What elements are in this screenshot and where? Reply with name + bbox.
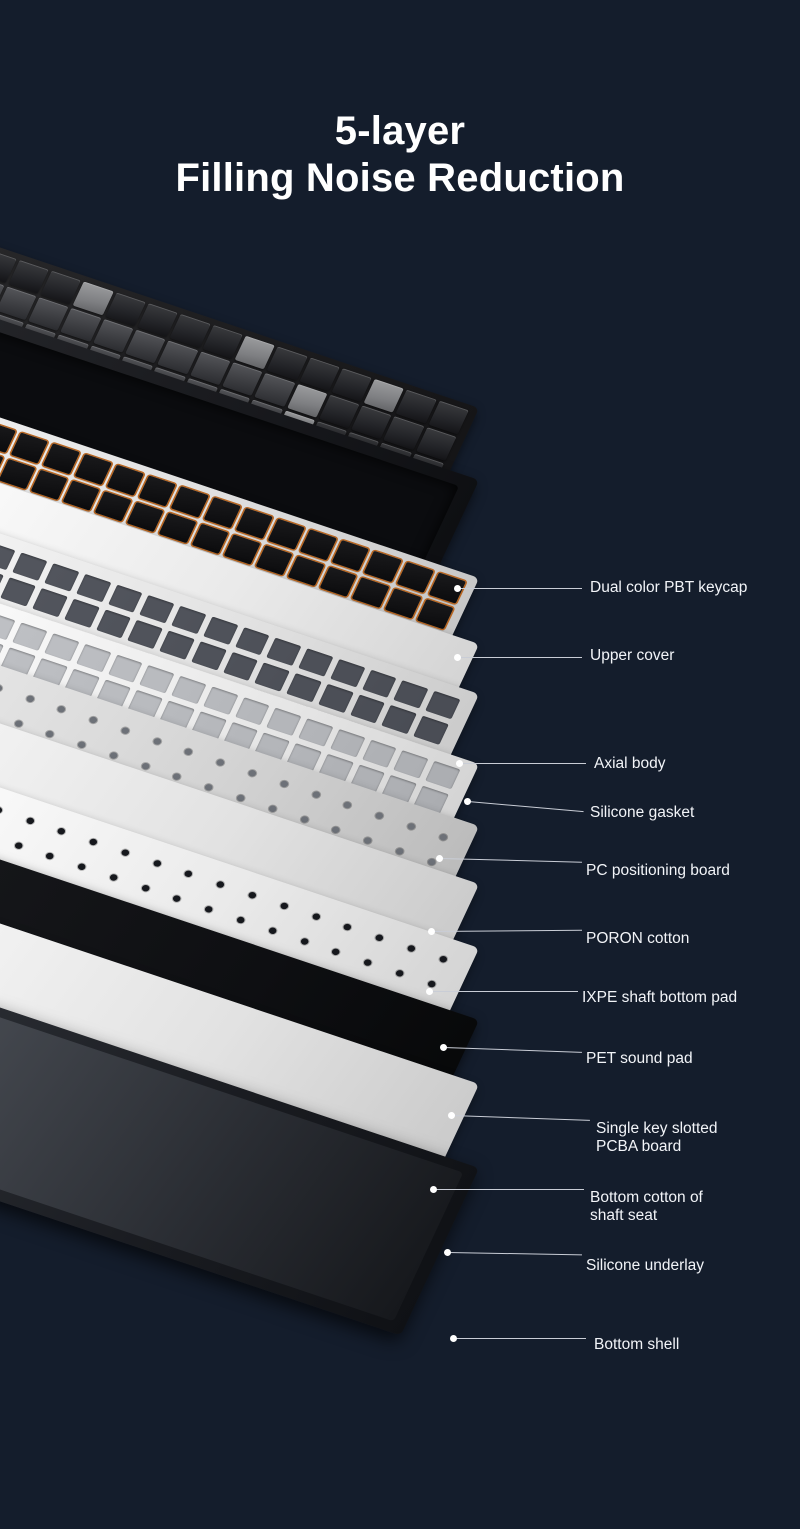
callout-axial-body: Axial body — [594, 755, 666, 772]
callout-ixpe-pad: IXPE shaft bottom pad — [582, 989, 738, 1006]
callout-silicone-gasket: Silicone gasket — [590, 804, 695, 821]
title-line-1: 5-layer — [334, 109, 466, 153]
callout-pet-sound-pad: PET sound pad — [586, 1050, 693, 1067]
callout-pcba-board: Single key slotted PCBA board — [596, 1120, 718, 1155]
callout-poron-cotton: PORON cotton — [586, 930, 690, 947]
exploded-keyboard-artwork — [0, 220, 500, 1410]
leader-bottom-shell — [450, 1335, 586, 1342]
leader-ixpe — [426, 988, 578, 995]
callout-bottom-shell: Bottom shell — [594, 1336, 680, 1353]
callout-bottom-cotton: Bottom cotton of shaft seat — [590, 1189, 703, 1224]
leader-bottom-cotton — [430, 1186, 584, 1193]
page-title: 5-layer Filling Noise Reduction — [0, 108, 800, 202]
leader-poron — [431, 929, 582, 932]
callout-pc-positioning-board: PC positioning board — [586, 862, 730, 879]
callout-keycaps: Dual color PBT keycap — [590, 579, 748, 596]
title-line-2: Filling Noise Reduction — [175, 156, 625, 201]
leader-axial-body — [456, 760, 586, 767]
leader-upper-cover — [454, 654, 582, 661]
callout-upper-cover: Upper cover — [590, 647, 675, 664]
callout-silicone-underlay: Silicone underlay — [586, 1257, 705, 1274]
leader-keycaps — [454, 585, 582, 592]
